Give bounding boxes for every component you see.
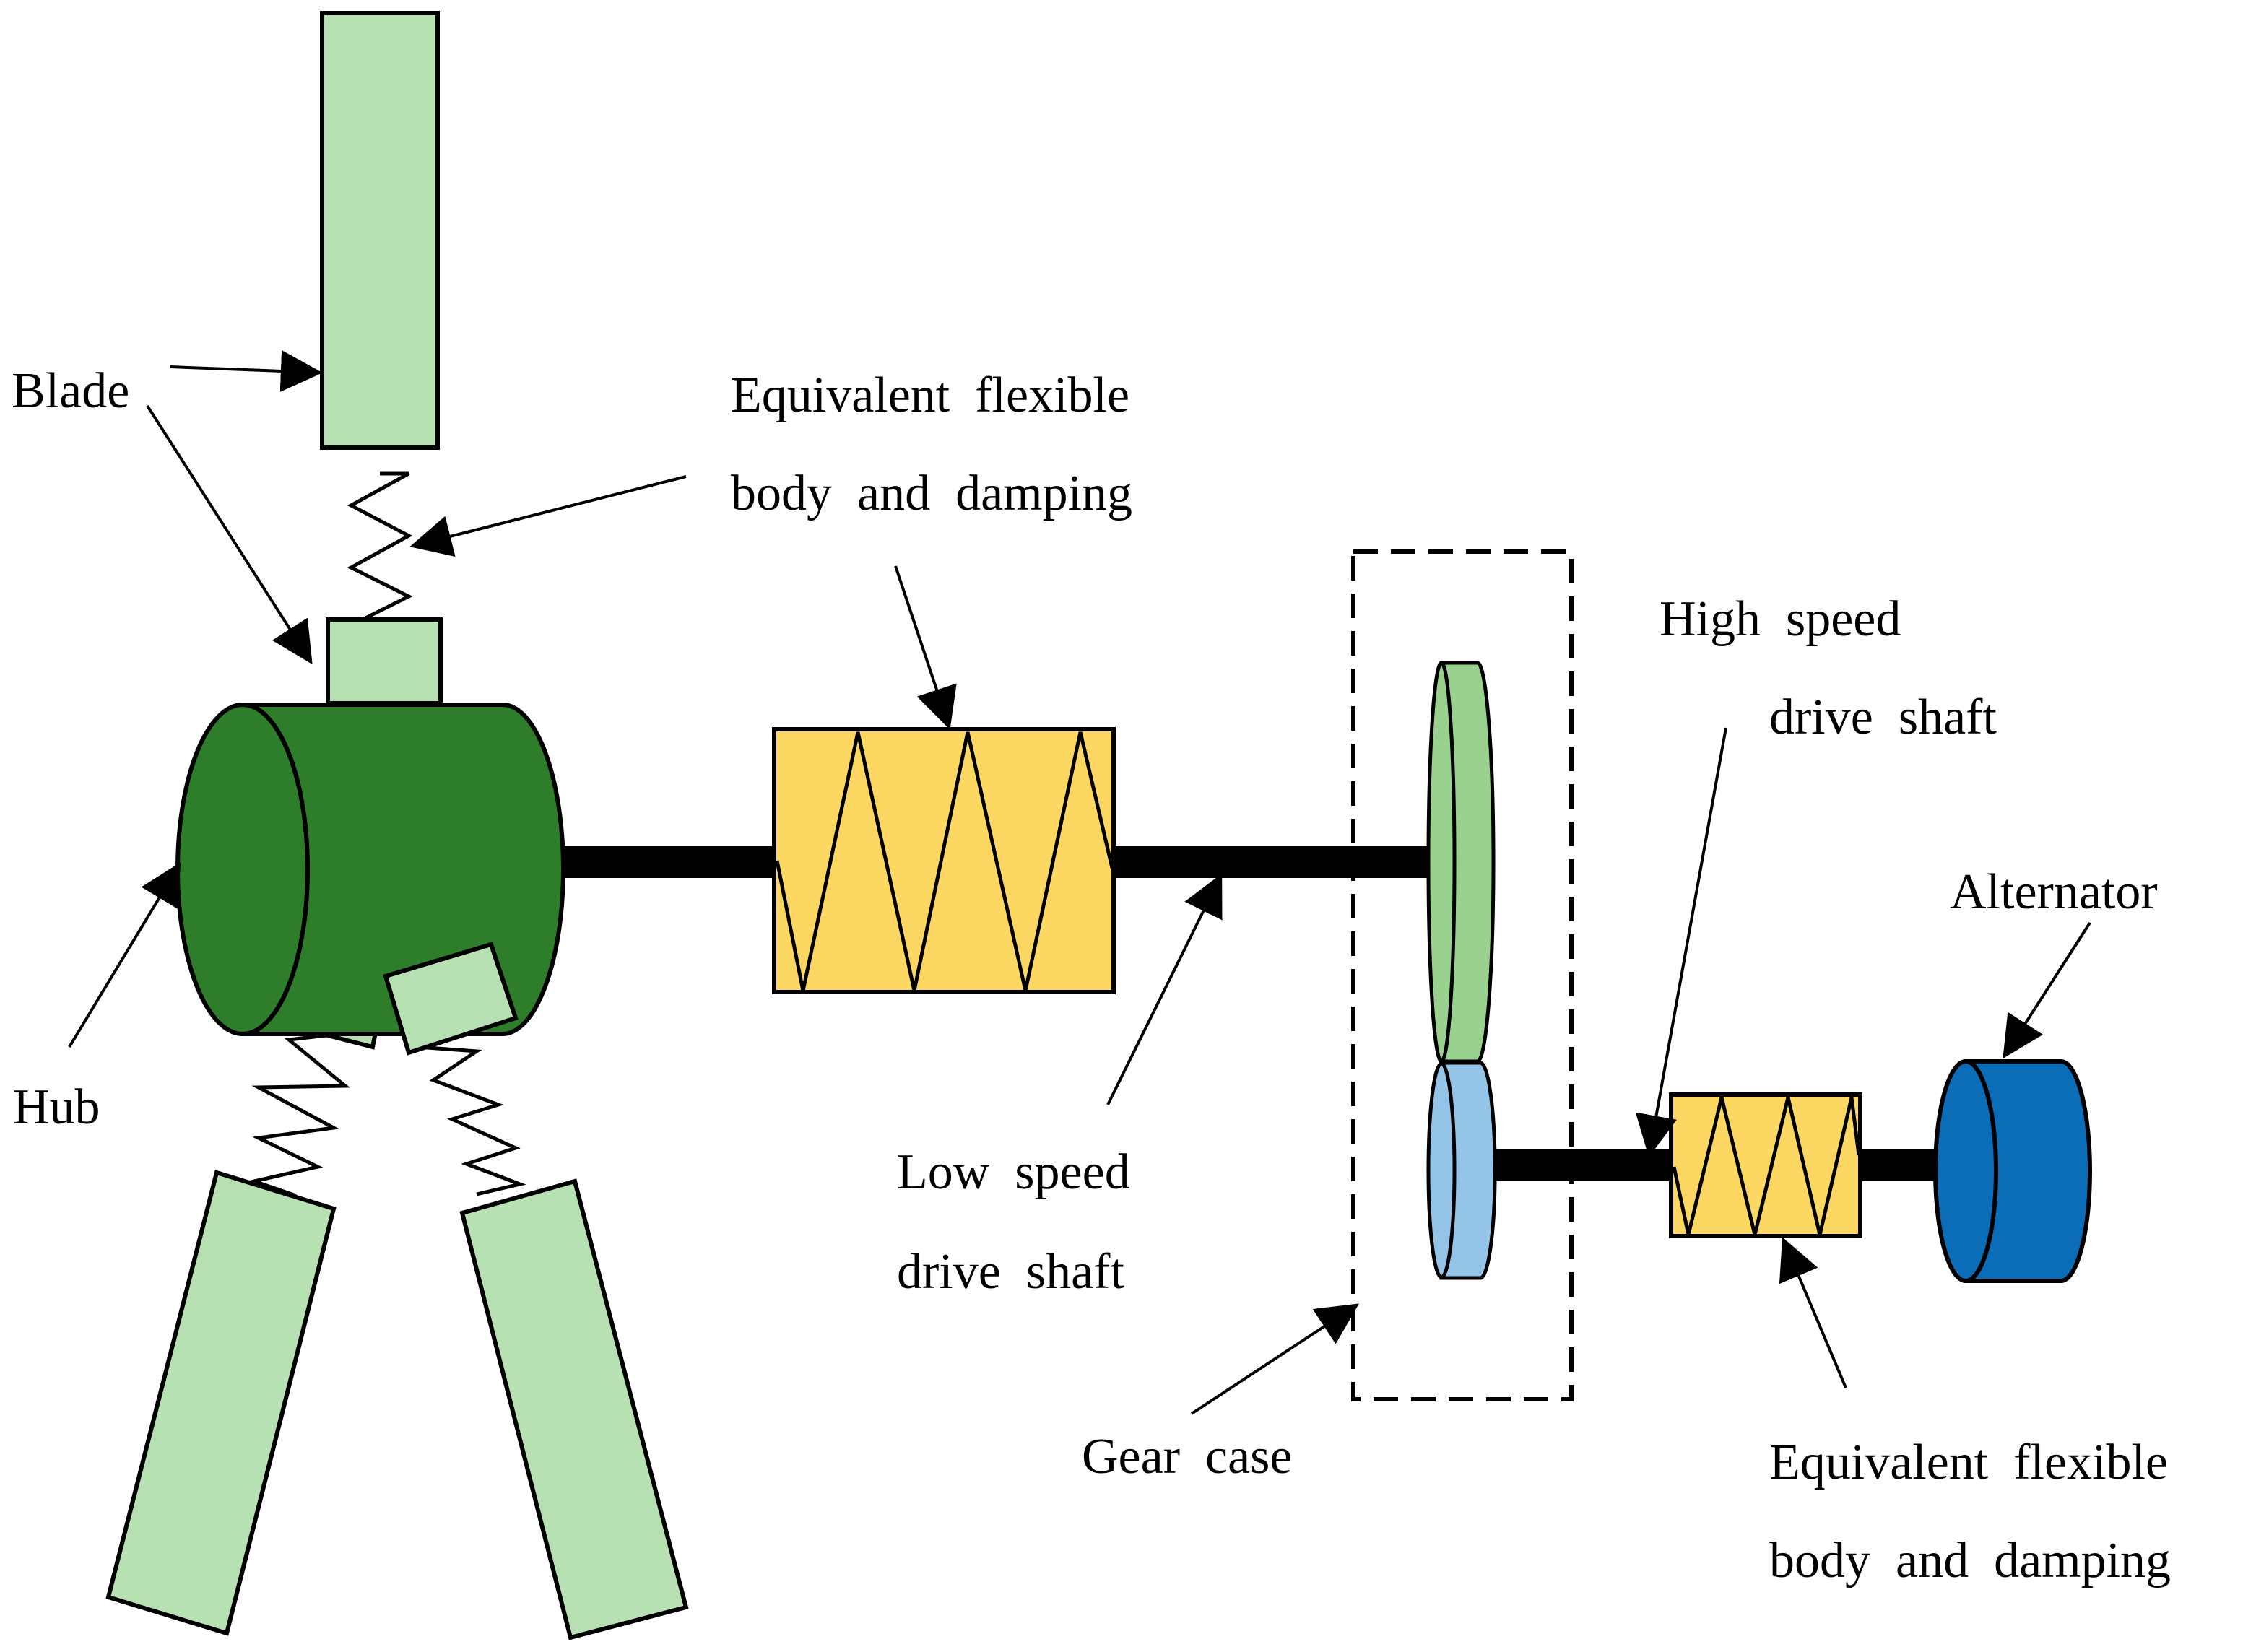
gear-large — [1426, 661, 1496, 1064]
arrow-flex-bottom — [1779, 1237, 1847, 1388]
low-speed-shaft-left — [563, 846, 777, 878]
blade-top — [320, 11, 440, 450]
low-speed-shaft-right — [1112, 846, 1444, 878]
blade-root-top — [326, 617, 443, 705]
label-hub: Hub — [13, 1079, 100, 1135]
arrow-blade-root — [146, 404, 313, 665]
arrow-blade-top — [170, 349, 323, 392]
arrow-high-speed — [1635, 727, 1727, 1157]
label-alternator: Alternator — [1950, 864, 2158, 920]
blade-lower-right — [459, 1178, 689, 1640]
spring-lower-right — [417, 1045, 526, 1196]
label-low-speed-1: Low speed — [897, 1144, 1130, 1200]
arrow-flex-spring — [409, 475, 687, 557]
label-blade: Blade — [12, 363, 129, 419]
arrow-alternator — [2003, 921, 2091, 1059]
arrow-hub — [68, 861, 181, 1048]
blade-root-lower-right — [383, 942, 519, 1056]
arrow-flex-damper — [894, 565, 957, 730]
label-flex-bottom-2: body and damping — [1769, 1533, 2171, 1588]
damper-large — [772, 727, 1116, 994]
label-flex-top-1: Equivalent flexible — [731, 368, 1129, 423]
gear-case-box — [1351, 549, 1574, 1401]
label-flex-bottom-1: Equivalent flexible — [1769, 1435, 2168, 1490]
label-flex-top-2: body and damping — [731, 466, 1132, 521]
label-high-speed-2: drive shaft — [1769, 690, 1997, 745]
label-low-speed-2: drive shaft — [897, 1244, 1124, 1300]
high-speed-shaft-left — [1495, 1149, 1673, 1181]
alternator — [1933, 1059, 2092, 1283]
gear-small — [1426, 1061, 1497, 1280]
damper-small — [1669, 1092, 1862, 1238]
label-gear-case: Gear case — [1082, 1429, 1292, 1484]
spring-lower-left — [247, 1032, 350, 1198]
blade-lower-left — [105, 1170, 337, 1636]
label-high-speed-1: High speed — [1660, 591, 1901, 647]
arrow-low-speed — [1106, 873, 1223, 1105]
arrow-gear-case — [1190, 1303, 1360, 1415]
